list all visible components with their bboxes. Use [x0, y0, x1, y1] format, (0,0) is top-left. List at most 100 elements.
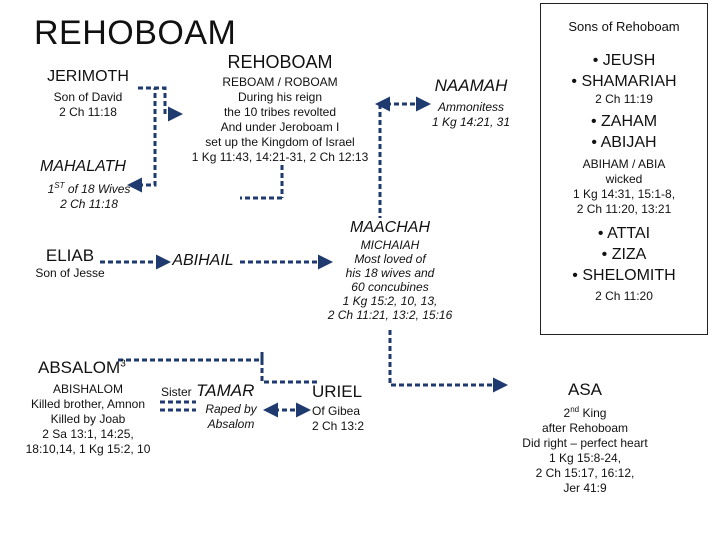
jerimoth-node: JERIMOTH Son of David 2 Ch 11:18: [38, 68, 138, 120]
absalom-name-text: ABSALOM: [38, 358, 121, 377]
maachah-node: MAACHAH MICHAIAH Most loved of his 18 wi…: [318, 219, 462, 322]
asa-ordinal-sup: nd: [570, 405, 580, 414]
asa-ordinal-line: 2nd King: [510, 402, 660, 421]
rehoboam-detail: the 10 tribes revolted: [223, 105, 337, 119]
jerimoth-details: Son of David 2 Ch 11:18: [38, 90, 138, 120]
naamah-name: NAAMAH: [434, 76, 508, 95]
tamar-node: Sister TAMAR: [161, 381, 271, 401]
maachah-detail: 1 Kg 15:2, 10, 13,: [342, 294, 438, 308]
absalom-details: ABISHALOM Killed brother, Amnon Killed b…: [18, 382, 158, 457]
son-item: • ZIZA: [601, 246, 647, 263]
jerimoth-rehoboam-connector: [138, 86, 183, 122]
son-name: SHAMARIAH: [581, 73, 677, 90]
asa-king: King: [579, 406, 607, 420]
maachah-details: MICHAIAH Most loved of his 18 wives and …: [318, 238, 462, 322]
rehoboam-detail: set up the Kingdom of Israel: [205, 135, 355, 149]
son-name: JEUSH: [602, 52, 656, 69]
son-name: ABIJAH: [600, 134, 657, 151]
absalom-detail: Killed by Joab: [50, 412, 126, 426]
son-name: ATTAI: [607, 225, 651, 242]
asa-detail: 2 Ch 15:17, 16:12,: [535, 466, 635, 480]
uriel-details: Of Gibea 2 Ch 13:2: [312, 404, 392, 434]
sons-group-2-ref-line: ABIHAM / ABIA: [582, 157, 666, 171]
sons-group-2-ref-line: 2 Ch 11:20, 13:21: [576, 202, 672, 216]
rehoboam-detail: 1 Kg 11:43, 14:21-31, 2 Ch 12:13: [191, 150, 369, 164]
mahalath-name: MAHALATH: [40, 158, 126, 175]
abihail-name: ABIHAIL: [172, 252, 234, 269]
asa-ordinal: 2: [563, 406, 571, 420]
sons-group-1: • JEUSH • SHAMARIAH 2 Ch 11:19: [541, 50, 707, 107]
uriel-node: URIEL Of Gibea 2 Ch 13:2: [312, 382, 392, 434]
tamar-prefix: Sister: [161, 385, 192, 399]
son-item: • ZAHAM: [590, 113, 658, 130]
asa-detail: 1 Kg 15:8-24,: [548, 451, 622, 465]
rehoboam-detail: During his reign: [237, 90, 323, 104]
absalom-name: ABSALOM3: [18, 358, 158, 378]
sons-group-3: • ATTAI • ZIZA • SHELOMITH 2 Ch 11:20: [541, 223, 707, 304]
asa-node: ASA 2nd King after Rehoboam Did right – …: [510, 380, 660, 496]
eliab-node: ELIAB Son of Jesse: [28, 246, 112, 281]
son-item: • SHAMARIAH: [571, 73, 677, 90]
absalom-detail: ABISHALOM: [52, 382, 124, 396]
mahalath-node: MAHALATH 1ST of 18 Wives 2 Ch 11:18: [30, 158, 148, 212]
asa-detail: after Rehoboam: [541, 421, 629, 435]
son-item: • ABIJAH: [591, 134, 657, 151]
rehoboam-details: REBOAM / ROBOAM During his reign the 10 …: [180, 75, 380, 165]
absalom-detail: 2 Sa 13:1, 14:25,: [42, 427, 134, 441]
maachah-name: MAACHAH: [349, 219, 430, 236]
asa-detail: Jer 41:9: [563, 481, 607, 495]
asa-name: ASA: [567, 380, 603, 399]
naamah-details: Ammonitess 1 Kg 14:21, 31: [418, 100, 524, 130]
tamar-detail: Raped by: [205, 402, 257, 416]
tamar-details: Raped by Absalom: [196, 402, 266, 432]
mahalath-detail: 1ST of 18 Wives: [30, 178, 148, 197]
naamah-detail: Ammonitess: [437, 100, 505, 114]
absalom-node: ABSALOM3 ABISHALOM Killed brother, Amnon…: [18, 358, 158, 457]
uriel-name: URIEL: [312, 382, 363, 401]
maachah-detail: MICHAIAH: [360, 238, 420, 252]
eliab-detail: Son of Jesse: [35, 266, 105, 280]
naamah-detail: 1 Kg 14:21, 31: [431, 115, 511, 129]
son-item: • SHELOMITH: [572, 267, 676, 284]
maachah-detail: 2 Ch 11:21, 13:2, 15:16: [327, 308, 453, 322]
jerimoth-detail: 2 Ch 11:18: [59, 105, 117, 119]
rehoboam-node: REHOBOAM REBOAM / ROBOAM During his reig…: [180, 52, 380, 165]
sons-group-2-ref-line: 1 Kg 14:31, 15:1-8,: [572, 187, 676, 201]
tamar-name: TAMAR: [196, 381, 255, 400]
absalom-uriel-connector: [118, 352, 320, 384]
son-name: ZIZA: [611, 246, 647, 263]
sons-group-2-ref-line: wicked: [605, 172, 643, 186]
son-item: • ATTAI: [597, 225, 651, 242]
sons-group-1-ref: 2 Ch 11:19: [595, 92, 653, 106]
absalom-sup: 3: [120, 358, 126, 370]
son-name: ZAHAM: [601, 113, 658, 130]
rehoboam-detail: REBOAM / ROBOAM: [222, 75, 338, 89]
naamah-node: NAAMAH Ammonitess 1 Kg 14:21, 31: [418, 76, 524, 130]
son-item: • JEUSH: [592, 52, 656, 69]
rehoboam-name: REHOBOAM: [227, 52, 333, 72]
uriel-detail: 2 Ch 13:2: [312, 419, 365, 433]
absalom-detail: 18:10,14, 1 Kg 15:2, 10: [25, 442, 151, 456]
mahalath-ref: 2 Ch 11:18: [60, 197, 118, 211]
sons-group-2: • ZAHAM • ABIJAH ABIHAM / ABIA wicked 1 …: [541, 111, 707, 217]
sons-title: Sons of Rehoboam: [568, 19, 680, 34]
uriel-detail: Of Gibea: [312, 404, 361, 418]
sons-group-3-ref: 2 Ch 11:20: [595, 289, 653, 303]
mahalath-ordinal-sup: ST: [54, 181, 65, 190]
maachah-detail: Most loved of: [354, 252, 426, 266]
asa-detail: Did right – perfect heart: [522, 436, 648, 450]
asa-details: after Rehoboam Did right – perfect heart…: [510, 421, 660, 496]
mahalath-jerimoth-connector: [127, 88, 157, 193]
eliab-name: ELIAB: [45, 246, 95, 265]
son-name: SHELOMITH: [582, 267, 676, 284]
sons-box: Sons of Rehoboam • JEUSH • SHAMARIAH 2 C…: [540, 3, 708, 335]
jerimoth-name: JERIMOTH: [47, 68, 129, 85]
maachah-detail: his 18 wives and: [345, 266, 435, 280]
sons-group-2-ref: ABIHAM / ABIA wicked 1 Kg 14:31, 15:1-8,…: [541, 157, 707, 217]
absalom-detail: Killed brother, Amnon: [30, 397, 146, 411]
page-title: REHOBOAM: [34, 14, 237, 52]
mahalath-ordinal: 1: [47, 182, 55, 196]
rehoboam-detail: And under Jeroboam I: [220, 120, 340, 134]
jerimoth-detail: Son of David: [53, 90, 123, 104]
